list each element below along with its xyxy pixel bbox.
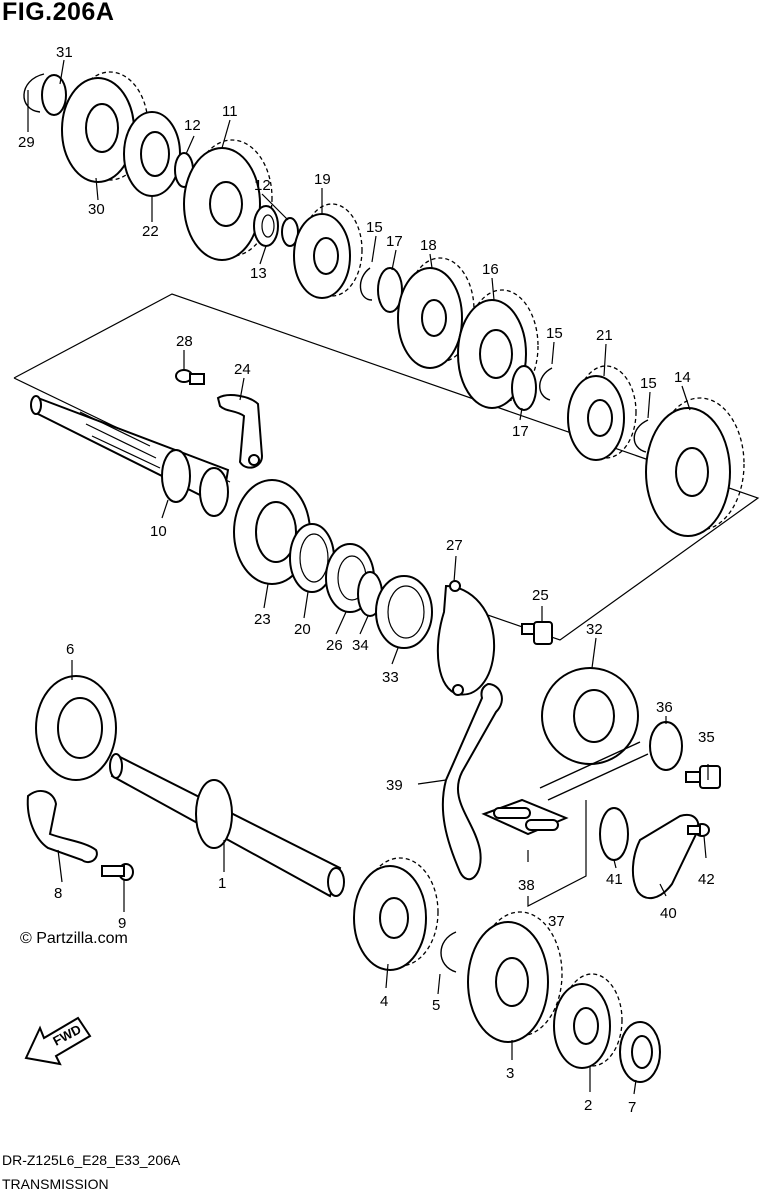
callout-1: 1 xyxy=(218,875,226,892)
callout-42: 42 xyxy=(698,871,715,888)
part-38-chain-joint[interactable] xyxy=(481,798,569,836)
part-15-circlip-b[interactable] xyxy=(539,367,553,401)
part-25-bolt[interactable] xyxy=(521,621,553,645)
part-41-o-ring[interactable] xyxy=(599,807,629,861)
part-9-screw[interactable] xyxy=(101,863,134,881)
callout-labels: 31 29 30 22 12 11 12 13 19 15 17 18 16 1… xyxy=(18,44,715,1116)
callout-17b: 17 xyxy=(512,423,529,440)
callout-15b: 15 xyxy=(546,325,563,342)
callout-15c: 15 xyxy=(640,375,657,392)
part-5-circlip[interactable] xyxy=(440,931,457,973)
callout-21: 21 xyxy=(596,327,613,344)
part-19-gear[interactable] xyxy=(293,203,363,299)
figure-title: FIG.206A xyxy=(2,0,115,26)
fwd-arrow-icon: FWD xyxy=(24,1016,92,1066)
part-4-gear[interactable] xyxy=(353,857,439,971)
callout-4: 4 xyxy=(380,993,388,1010)
part-6-bearing[interactable] xyxy=(35,675,117,781)
part-11-gear[interactable] xyxy=(183,139,273,261)
part-7-bearing[interactable] xyxy=(619,1021,661,1083)
callout-15a: 15 xyxy=(366,219,383,236)
callout-17a: 17 xyxy=(386,233,403,250)
callout-14: 14 xyxy=(674,369,691,386)
part-36-sprocket-washer[interactable] xyxy=(649,721,683,771)
callout-23: 23 xyxy=(254,611,271,628)
part-22-bearing[interactable] xyxy=(123,111,181,197)
callout-26: 26 xyxy=(326,637,343,654)
part-39-chain-guide[interactable] xyxy=(441,682,503,881)
copyright-watermark: © Partzilla.com xyxy=(20,930,128,947)
part-1-driveshaft[interactable] xyxy=(109,753,345,898)
callout-36: 36 xyxy=(656,699,673,716)
callout-25: 25 xyxy=(532,587,549,604)
model-code: DR-Z125L6_E28_E33_206A xyxy=(2,1152,181,1168)
part-28-screw[interactable] xyxy=(175,369,205,385)
part-3-gear[interactable] xyxy=(467,911,563,1043)
callout-12b: 12 xyxy=(254,177,271,194)
part-29-circlip[interactable] xyxy=(23,73,45,113)
callout-31: 31 xyxy=(56,44,73,61)
callout-7: 7 xyxy=(628,1099,636,1116)
part-15-circlip-a[interactable] xyxy=(359,267,373,301)
part-35-bolt[interactable] xyxy=(685,765,721,789)
part-16-gear[interactable] xyxy=(457,289,539,409)
part-10-countershaft[interactable] xyxy=(30,395,230,517)
callout-35: 35 xyxy=(698,729,715,746)
part-17-washer-a[interactable] xyxy=(377,267,403,313)
callout-37: 37 xyxy=(548,913,565,930)
section-name: TRANSMISSION xyxy=(2,1176,109,1192)
callout-27: 27 xyxy=(446,537,463,554)
callout-2: 2 xyxy=(584,1097,592,1114)
part-31-washer[interactable] xyxy=(41,74,67,116)
callout-6: 6 xyxy=(66,641,74,658)
part-27-seal-retainer[interactable] xyxy=(436,580,496,696)
callout-3: 3 xyxy=(506,1065,514,1082)
part-40-cover[interactable] xyxy=(632,814,700,900)
part-14-gear[interactable] xyxy=(645,397,745,537)
callout-33: 33 xyxy=(382,669,399,686)
callout-8: 8 xyxy=(54,885,62,902)
callout-9: 9 xyxy=(118,915,126,932)
callout-30: 30 xyxy=(88,201,105,218)
callout-10: 10 xyxy=(150,523,167,540)
part-8-bearing-retainer[interactable] xyxy=(26,789,98,864)
part-21-gear[interactable] xyxy=(567,365,637,461)
callout-22: 22 xyxy=(142,223,159,240)
callout-24: 24 xyxy=(234,361,251,378)
callout-32: 32 xyxy=(586,621,603,638)
part-17-washer-b[interactable] xyxy=(511,365,537,411)
callout-19: 19 xyxy=(314,171,331,188)
callout-28: 28 xyxy=(176,333,193,350)
part-32-engine-sprocket[interactable] xyxy=(541,667,639,765)
callout-13: 13 xyxy=(250,265,267,282)
callout-20: 20 xyxy=(294,621,311,638)
leader-lines xyxy=(27,59,709,1095)
callout-12a: 12 xyxy=(184,117,201,134)
callout-11: 11 xyxy=(222,103,238,120)
callout-34: 34 xyxy=(352,637,369,654)
part-33-spacer[interactable] xyxy=(375,575,433,649)
callout-5: 5 xyxy=(432,997,440,1014)
part-42-screw[interactable] xyxy=(687,823,710,837)
callout-40: 40 xyxy=(660,905,677,922)
callout-39: 39 xyxy=(386,777,403,794)
callout-18: 18 xyxy=(420,237,437,254)
part-2-gear[interactable] xyxy=(553,973,623,1069)
callout-38: 38 xyxy=(518,877,535,894)
part-37-drive-chain[interactable] xyxy=(539,741,649,801)
callout-41: 41 xyxy=(606,871,623,888)
part-15-circlip-c[interactable] xyxy=(633,419,649,453)
part-13-needle-bearing[interactable] xyxy=(253,205,279,247)
callout-29: 29 xyxy=(18,134,35,151)
part-24-bearing-retainer[interactable] xyxy=(216,394,264,469)
callout-16: 16 xyxy=(482,261,499,278)
